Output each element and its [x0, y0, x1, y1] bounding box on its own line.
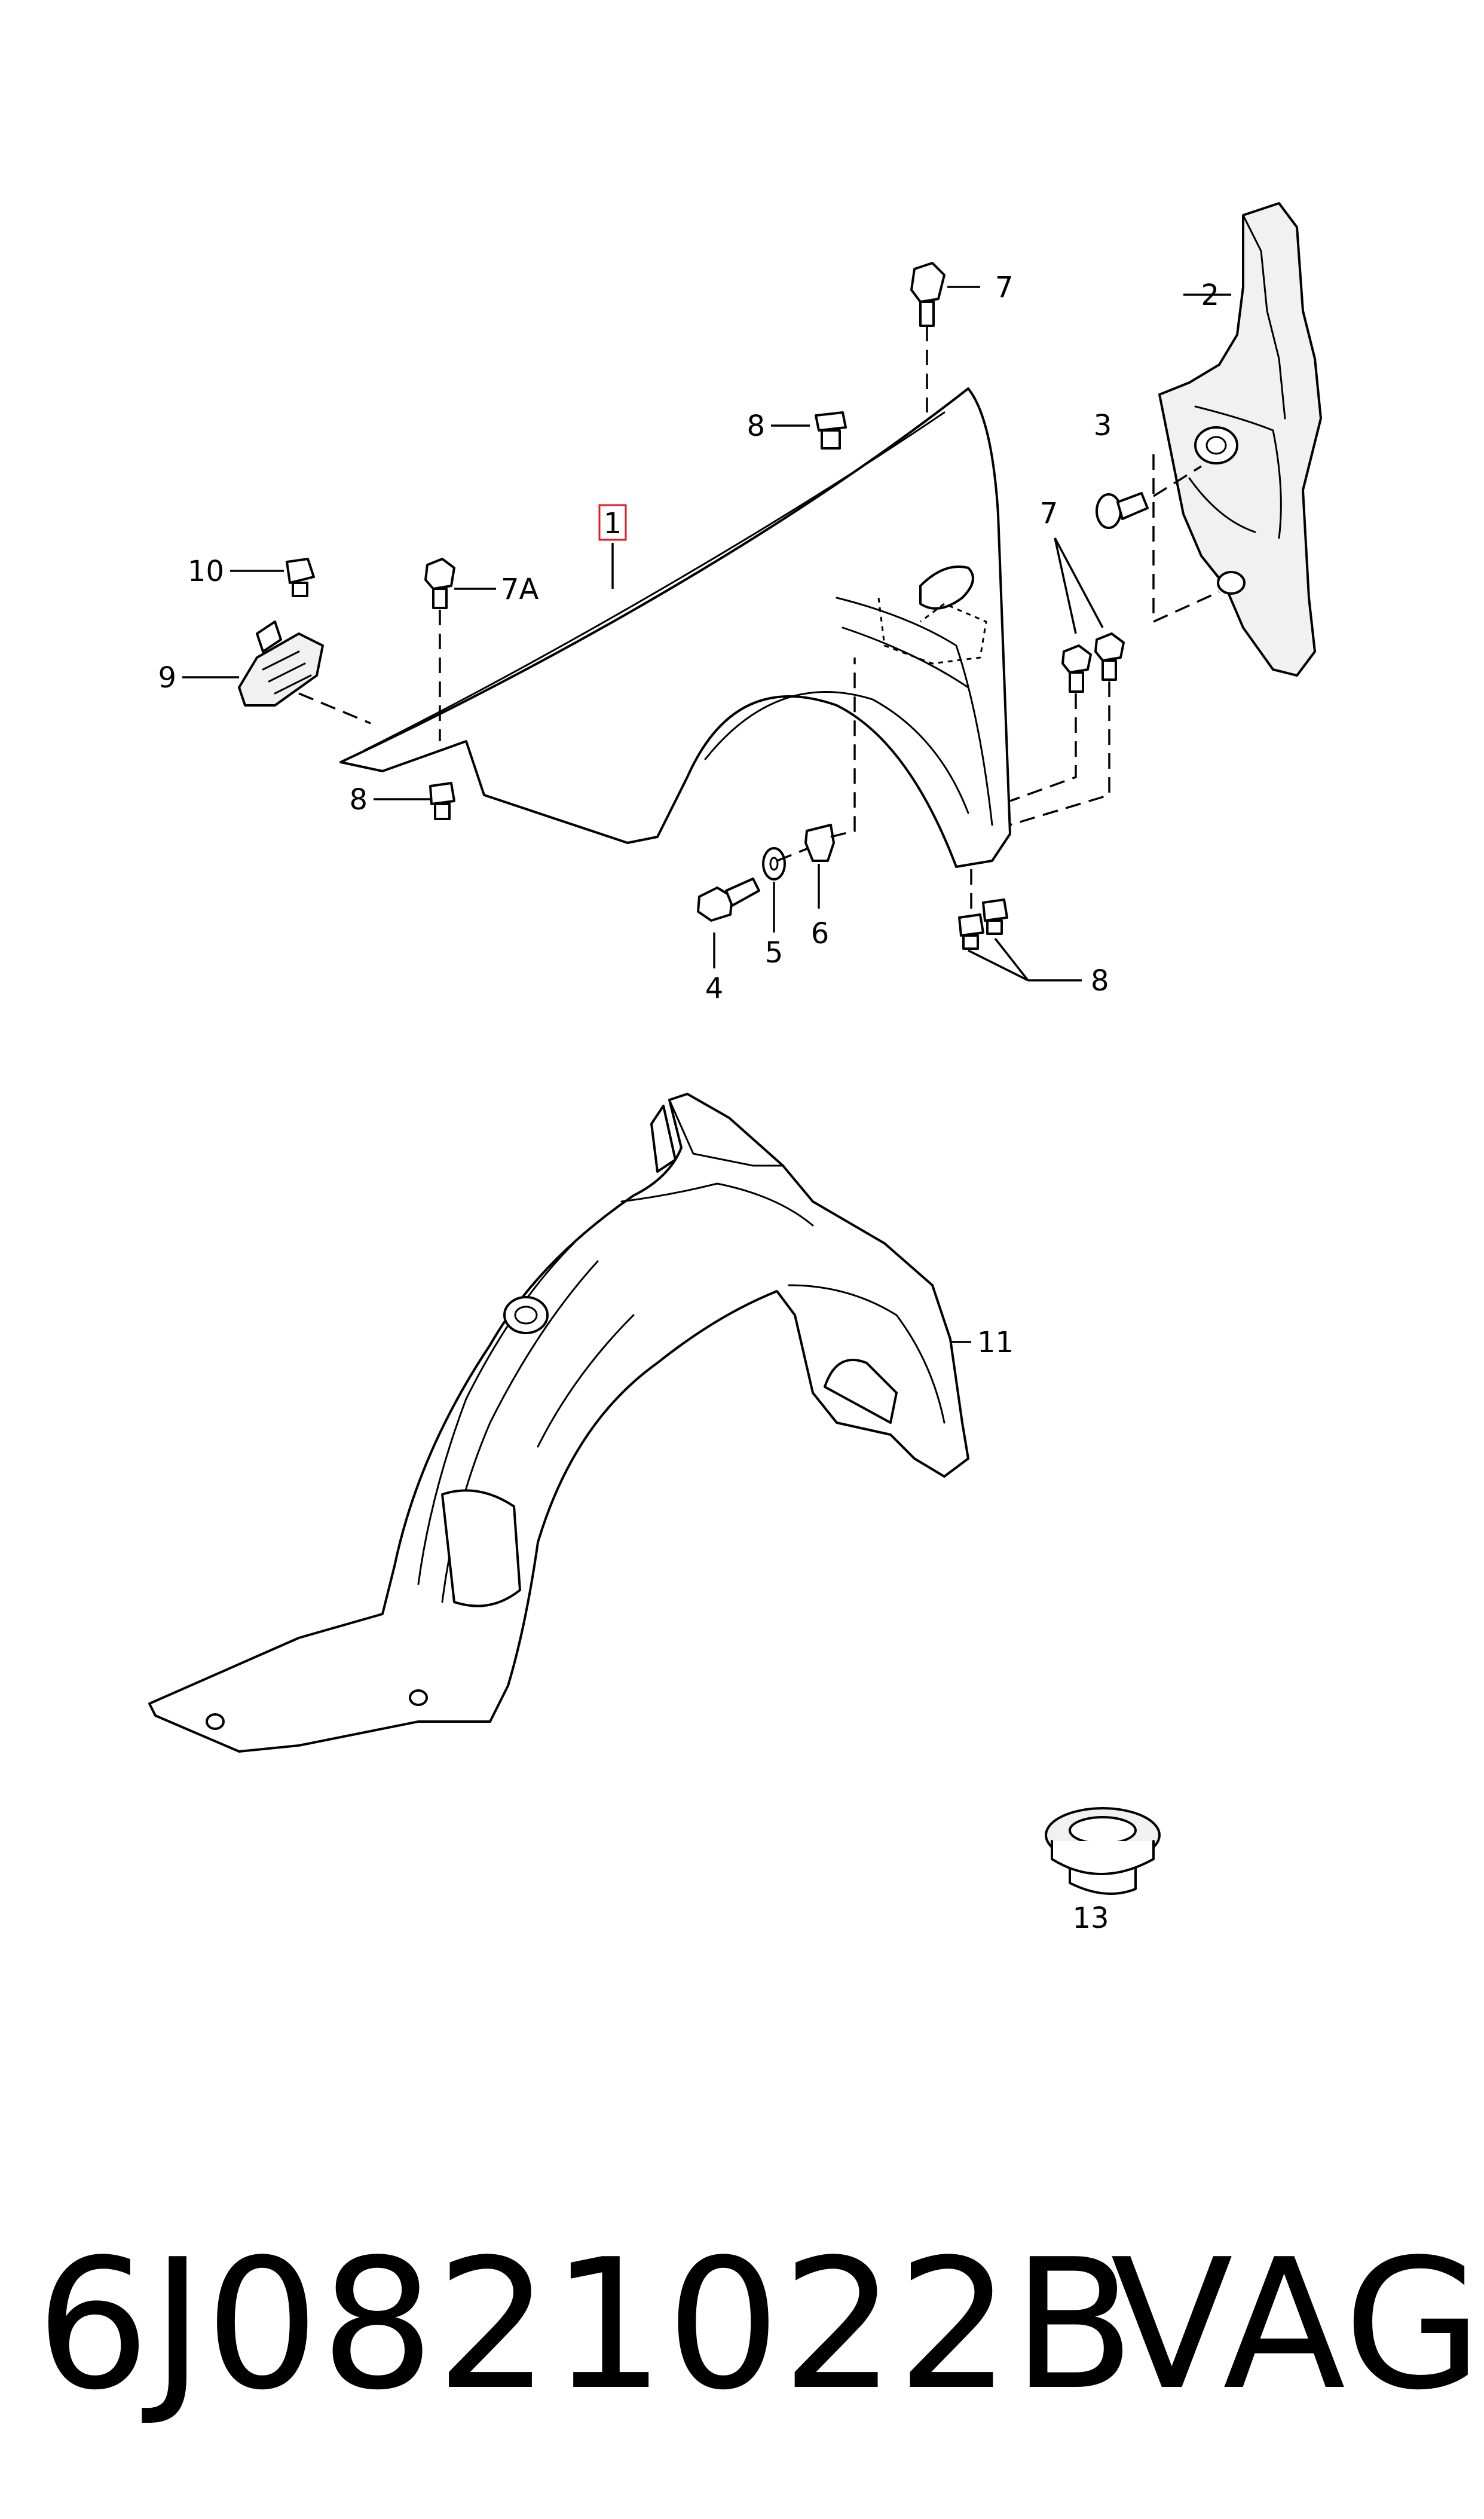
- callout-9: 9: [158, 661, 176, 695]
- clip-8-left: [429, 782, 455, 820]
- screw-7a: [424, 558, 455, 609]
- bolt-3: [1096, 492, 1149, 529]
- screw-7-right-b: [1094, 632, 1125, 681]
- callout-4: 4: [705, 972, 724, 1005]
- bracket-9: [238, 620, 324, 707]
- screw-7-right-a: [1061, 644, 1092, 693]
- bolt-4: [697, 878, 760, 922]
- clip-8-bottom-b: [982, 898, 1008, 935]
- callout-5: 5: [765, 936, 784, 970]
- fender-panel: [339, 387, 1011, 868]
- callout-2: 2: [1201, 279, 1219, 312]
- callout-leaders: [182, 286, 1231, 1343]
- assembly-lines: [298, 326, 1220, 909]
- callout-11: 11: [977, 1326, 1014, 1359]
- callout-10: 10: [188, 555, 224, 588]
- callout-1: 1: [604, 507, 622, 540]
- fender-bracket: [1158, 202, 1322, 677]
- sealing-tape-roll: [1045, 1807, 1161, 1895]
- callout-1-highlight: [598, 504, 627, 541]
- callout-7-top: 7: [995, 271, 1014, 304]
- callout-7-right: 7: [1040, 497, 1058, 530]
- wheel-housing-liner: [148, 1093, 969, 1753]
- clip-8-bottom-a: [958, 913, 984, 950]
- clip-10: [286, 558, 315, 597]
- clip-8-top: [815, 411, 847, 450]
- part-number-label: 6J0821022B: [36, 2221, 1137, 2429]
- screw-7-top: [910, 262, 946, 327]
- callout-8-top: 8: [746, 409, 765, 443]
- nut-clip-6: [804, 824, 835, 862]
- callout-8-left: 8: [349, 783, 368, 817]
- brand-label: VAG: [1110, 2221, 1484, 2429]
- callout-13: 13: [1072, 1902, 1109, 1935]
- callout-8-bottom: 8: [1091, 964, 1109, 998]
- callout-6: 6: [811, 917, 830, 950]
- callout-3: 3: [1094, 409, 1112, 442]
- washer-5: [762, 847, 786, 881]
- callout-7a: 7A: [501, 573, 539, 606]
